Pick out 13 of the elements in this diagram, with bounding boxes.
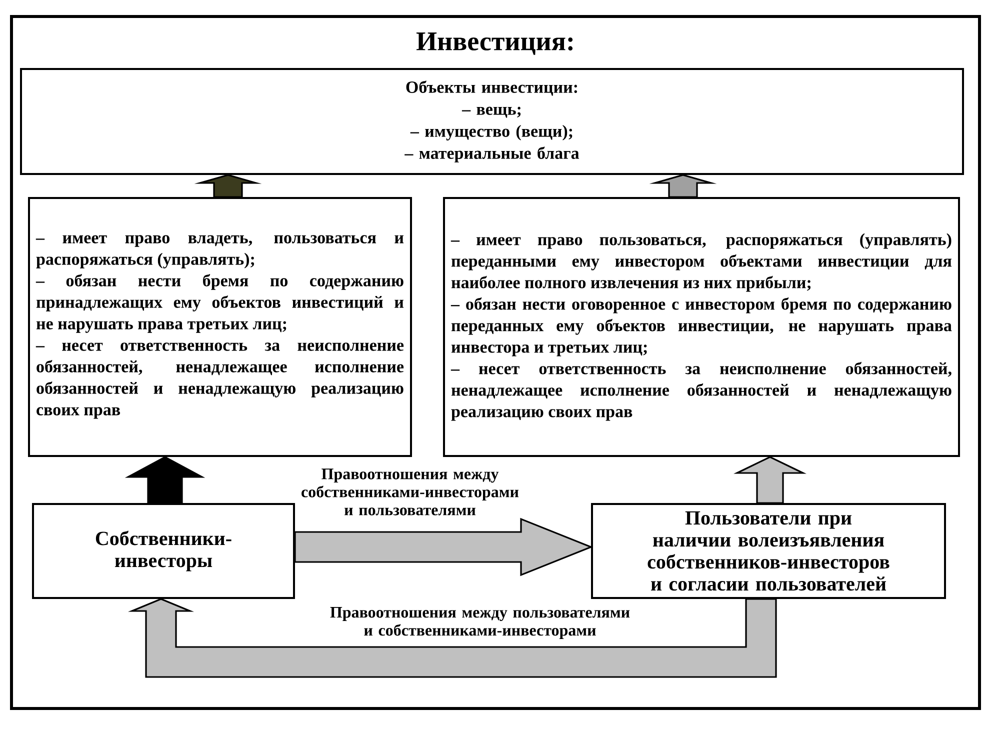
block-arrow: [124, 456, 206, 504]
rights-box: – имеет право пользоваться, распоряжаться (управлять) переданными ему инвестором объектами инвестиции для наиболее полного извлечения из них прибыли; – обязан нести оговоренное с инвестором бремя по содержанию переданных ему объектов инвестиции, не нарушать права инвестора и третьих лиц; – несет ответственность за неисполнение обязанностей, ненадлежащее исполнение обязанностей и ненадлежащую реализацию своих прав: [443, 197, 960, 457]
block-arrow: [294, 518, 594, 576]
owner-box: Собственники-инвесторы: [32, 503, 295, 599]
block-arrow: [734, 456, 806, 504]
block-arrow: [194, 174, 262, 198]
block-arrow: [649, 174, 717, 198]
rights-box: – имеет право владеть, пользоваться и распоряжаться (управлять); – обязан нести бремя по содержанию принадлежащих ему объектов инвестиций и не нарушать права третьих лиц; – несет ответственность за неисполнение обязанностей, ненадлежащее исполнение обязанностей и ненадлежащую реализацию своих прав: [28, 197, 412, 457]
block-arrow: [128, 598, 777, 678]
objects-box: Объекты инвестиции: – вещь; – имущество (вещи); – материальные блага: [20, 68, 964, 175]
edge-label: Правоотношения между пользователями и собственниками-инвесторами: [330, 607, 630, 639]
user-box: Пользователи при наличии волеизъявления собственников-инвесторов и согласии пользователей: [591, 503, 946, 599]
edge-label: Правоотношения между собственниками-инвесторами и пользователями: [302, 468, 519, 516]
